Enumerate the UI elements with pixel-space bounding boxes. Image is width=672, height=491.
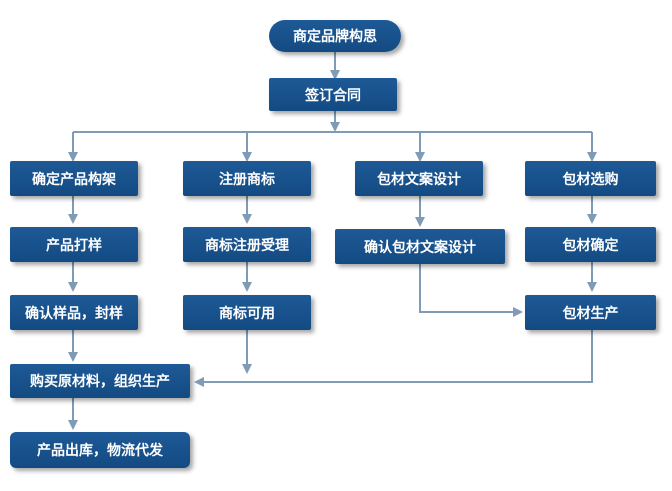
arrow-col3-2-to-col4-3: [419, 264, 523, 317]
node-col1-1: 确定产品构架: [10, 161, 138, 196]
node-col3-2: 确认包材文案设计: [335, 229, 505, 264]
arrow-col4-3-to-purchase: [194, 330, 593, 387]
node-col1-2: 产品打样: [10, 227, 138, 262]
node-col4-2: 包材确定: [525, 227, 656, 262]
node-col2-3: 商标可用: [183, 295, 311, 330]
node-col4-1: 包材选购: [525, 161, 656, 196]
node-col4-3: 包材生产: [525, 295, 656, 330]
node-col2-1: 注册商标: [183, 161, 311, 196]
node-finish: 产品出库，物流代发: [10, 432, 190, 468]
node-sign: 签订合同: [269, 78, 397, 111]
node-start: 商定品牌构思: [269, 20, 401, 52]
node-col1-3: 确认样品，封样: [10, 295, 138, 330]
node-col3-1: 包材文案设计: [355, 161, 483, 196]
node-purchase: 购买原材料，组织生产: [10, 364, 190, 398]
node-col2-2: 商标注册受理: [183, 227, 311, 262]
